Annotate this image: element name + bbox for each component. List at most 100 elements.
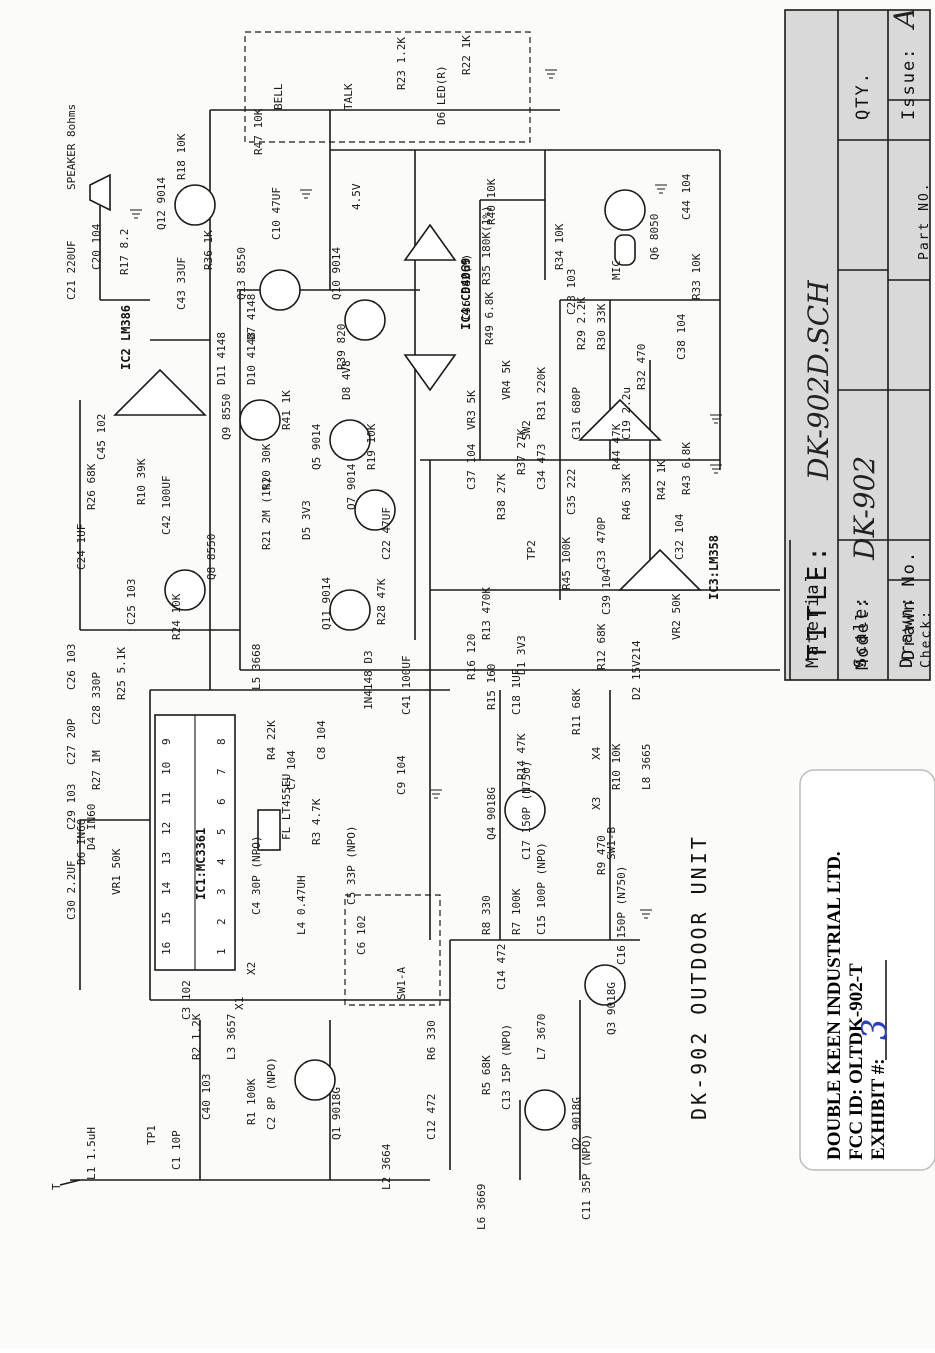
label-d3: 1N4148 D3 bbox=[362, 650, 375, 710]
ic1-pin-12: 12 bbox=[160, 822, 173, 835]
label-r12: R12 68K bbox=[595, 623, 608, 670]
q6-symbol bbox=[604, 189, 646, 231]
label-r23: R23 1.2K bbox=[395, 37, 408, 90]
misc-symbols bbox=[59, 69, 722, 1186]
label-r40: R40 10K bbox=[485, 178, 498, 225]
label-c3: C3 102 bbox=[180, 980, 193, 1020]
label-c35: C35 222 bbox=[565, 469, 578, 515]
q4-symbol bbox=[504, 789, 546, 831]
q12-symbol bbox=[174, 184, 216, 226]
filter-fl-icon bbox=[257, 809, 281, 851]
stamp-fcc-id: FCC ID: OLTDK-902-T bbox=[846, 963, 867, 1160]
label-c25: C25 103 bbox=[125, 579, 138, 625]
label-r7: R7 100K bbox=[510, 888, 523, 935]
q2-symbol bbox=[524, 1089, 566, 1131]
label-r30: R30 33K bbox=[595, 303, 608, 350]
ic1-pin-4: 4 bbox=[215, 858, 228, 865]
label-c37: C37 104 bbox=[465, 443, 478, 490]
label-d8: D8 4V8 bbox=[340, 360, 353, 400]
label-sw1a: SW1-A bbox=[395, 967, 408, 1000]
label-c28: C28 330P bbox=[90, 672, 103, 725]
label-q6: Q6 8050 bbox=[648, 214, 661, 260]
label-r15: R15 160 bbox=[485, 664, 498, 710]
label-vr1: VR1 50K bbox=[110, 848, 123, 895]
stamp-exhibit-value: 3 bbox=[855, 1018, 895, 1040]
label-r36: R36 1K bbox=[202, 230, 215, 270]
label-d7: D7 4148 bbox=[245, 294, 258, 340]
label-c15: C15 100P (NPO) bbox=[535, 842, 548, 935]
label-d4: D4 IN60 bbox=[85, 804, 98, 850]
ic1-pin-11: 11 bbox=[160, 792, 173, 805]
label-r10b: R10 10K bbox=[610, 743, 623, 790]
ic1-pin-7: 7 bbox=[215, 768, 228, 775]
label-c43: C43 33UF bbox=[175, 257, 188, 310]
label-r6: R6 330 bbox=[425, 1020, 438, 1060]
label-r1: R1 100K bbox=[245, 1078, 258, 1125]
label-c16: C16 150P (N750) bbox=[615, 866, 628, 965]
ic2-label: IC2 LM386 bbox=[119, 305, 133, 370]
label-vr2: VR2 50K bbox=[670, 593, 683, 640]
label-c36: C36 682(M) bbox=[460, 254, 473, 320]
ic3-label: IC3:LM358 bbox=[707, 535, 721, 600]
ic4-label: IC4:CD4069 bbox=[459, 258, 473, 330]
label-c19: C19 2.2u bbox=[620, 387, 633, 440]
label-r8: R8 330 bbox=[480, 895, 493, 935]
label-q9: Q9 8550 bbox=[220, 394, 233, 440]
label-r35: R35 180K(1%) bbox=[480, 206, 493, 285]
label-c32: C32 104 bbox=[673, 513, 686, 560]
label-r27: R27 1M bbox=[90, 750, 103, 790]
label-r9: R9 470 bbox=[595, 835, 608, 875]
check-label: Check: bbox=[919, 609, 934, 668]
label-l8: L8 3665 bbox=[640, 744, 653, 790]
fcc-stamp: DOUBLE KEEN INDUSTRIAL LTD. FCC ID: OLTD… bbox=[799, 769, 935, 1171]
label-talk: TALK bbox=[342, 83, 355, 110]
label-r41: R41 1K bbox=[280, 390, 293, 430]
q7-symbol bbox=[354, 489, 396, 531]
mic-icon bbox=[614, 234, 636, 266]
model-value: DK-902 bbox=[848, 456, 881, 561]
label-r10: R10 39K bbox=[135, 458, 148, 505]
label-bat: 4.5V bbox=[350, 183, 363, 210]
label-vr4: VR4 5K bbox=[500, 360, 513, 400]
label-r42: R42 1K bbox=[655, 460, 668, 500]
label-c5: C5 33P (NPO) bbox=[345, 826, 358, 905]
part-no-label: Part NO. bbox=[917, 181, 932, 260]
label-ant: T bbox=[50, 1183, 63, 1190]
label-r24: R24 10K bbox=[170, 593, 183, 640]
q10-symbol bbox=[344, 299, 386, 341]
label-mic: MIC bbox=[610, 260, 623, 280]
label-r46: R46 33K bbox=[620, 473, 633, 520]
label-r34: R34 10K bbox=[553, 223, 566, 270]
material-label: Material bbox=[803, 570, 823, 668]
q3-symbol bbox=[584, 964, 626, 1006]
label-c8: C8 104 bbox=[315, 720, 328, 760]
label-c22: C22 47UF bbox=[380, 507, 393, 560]
label-c9: C9 104 bbox=[395, 755, 408, 795]
label-r31: R31 220K bbox=[535, 367, 548, 420]
issue-label: Issue: bbox=[899, 47, 919, 120]
label-d6b: D6 IN60 bbox=[75, 819, 88, 865]
label-l7: L7 3670 bbox=[535, 1014, 548, 1060]
ic1-pin-14: 14 bbox=[160, 881, 173, 895]
scale-label: Scale: bbox=[851, 595, 871, 668]
qty-label: QTY. bbox=[853, 71, 873, 120]
title-block: TITLE: DK-902D.SCH Model: DK-902 QTY. Dr… bbox=[784, 8, 934, 681]
q13-symbol bbox=[259, 269, 301, 311]
label-r28: R28 47K bbox=[375, 578, 388, 625]
label-c39: C39 104 bbox=[600, 568, 613, 615]
label-r5: R5 68K bbox=[480, 1055, 493, 1095]
wiring bbox=[70, 31, 780, 1181]
label-x4: X4 bbox=[590, 746, 603, 760]
label-c4: C4 30P (NPO) bbox=[250, 836, 263, 915]
speaker-icon bbox=[89, 173, 111, 212]
label-c20: C20 104 bbox=[90, 223, 103, 270]
ic1-pin-15: 15 bbox=[160, 912, 173, 925]
label-q10: Q10 9014 bbox=[330, 247, 343, 300]
label-q3: Q3 9018G bbox=[605, 982, 618, 1035]
label-q1: Q1 9018G bbox=[330, 1087, 343, 1140]
sw1a-box bbox=[344, 894, 441, 1006]
label-q7: Q7 9014 bbox=[345, 463, 358, 510]
